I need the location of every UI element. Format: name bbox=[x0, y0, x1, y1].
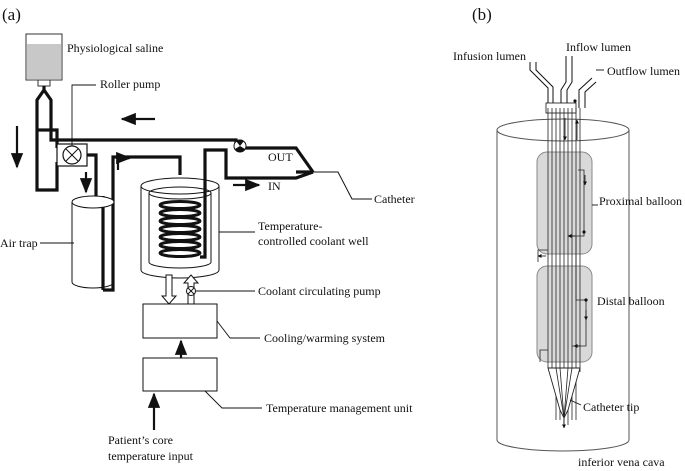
coolant-circulating-pump-icon bbox=[186, 286, 196, 296]
roller-pump bbox=[56, 143, 88, 167]
saline-feed-tube bbox=[35, 86, 59, 192]
coolant-well bbox=[140, 177, 220, 279]
outflow-lumen-tube bbox=[578, 77, 597, 108]
core-temp-label-1: Patient’s core bbox=[108, 433, 173, 447]
cooling-leader bbox=[216, 320, 260, 339]
core-temp-label-2: temperature input bbox=[108, 449, 194, 463]
air-trap bbox=[71, 195, 115, 289]
airtrap-to-well bbox=[101, 155, 182, 292]
cooling-label: Cooling/warming system bbox=[264, 331, 386, 345]
coolant-coil bbox=[158, 200, 202, 258]
panel-a-label: (a) bbox=[2, 5, 21, 24]
distal-balloon-label: Distal balloon bbox=[597, 294, 665, 308]
catheter-tip bbox=[547, 367, 581, 420]
out-label: OUT bbox=[268, 150, 293, 164]
in-label: IN bbox=[268, 179, 281, 193]
saline-label: Physiological saline bbox=[67, 41, 163, 55]
circulating-pump-label: Coolant circulating pump bbox=[258, 284, 381, 298]
catheter-line bbox=[313, 171, 372, 200]
catheter-tip-label: Catheter tip bbox=[583, 400, 639, 414]
ivc-label: inferior vena cava bbox=[578, 455, 665, 469]
proximal-balloon-label: Proximal balloon bbox=[599, 194, 682, 208]
air-trap-label: Air trap bbox=[0, 236, 38, 250]
infusion-lumen-tube bbox=[529, 62, 554, 108]
panel-a: (a) Physiological saline Roller pump bbox=[0, 5, 415, 463]
well-to-catheter-tube bbox=[200, 148, 314, 259]
catheter-label: Catheter bbox=[374, 192, 415, 206]
hub-dot bbox=[573, 99, 577, 103]
inflow-lumen-tube bbox=[560, 56, 573, 108]
flow-up-arrow-well bbox=[116, 151, 132, 170]
infusion-lumen-label: Infusion lumen bbox=[453, 49, 526, 63]
panel-b-label: (b) bbox=[472, 5, 492, 24]
catheter-tip-leader bbox=[569, 399, 582, 406]
coolant-well-label-2: controlled coolant well bbox=[258, 234, 369, 248]
distal-balloon bbox=[536, 265, 593, 363]
vena-cava-vessel bbox=[496, 118, 630, 452]
tmu-label: Temperature management unit bbox=[266, 401, 413, 415]
tmu-leader bbox=[204, 390, 262, 409]
roller-pump-label: Roller pump bbox=[100, 77, 160, 91]
cooling-warming-box bbox=[142, 303, 218, 339]
proximal-balloon bbox=[536, 151, 593, 255]
saline-bag bbox=[25, 33, 63, 87]
temperature-sensor-icon bbox=[233, 139, 247, 153]
roller-pump-leader bbox=[71, 84, 96, 146]
inflow-lumen-label: Inflow lumen bbox=[566, 40, 631, 54]
outflow-lumen-label: Outflow lumen bbox=[607, 64, 680, 78]
panel-b: (b) Infusion lumen Inflow lumen Outflow … bbox=[453, 5, 682, 469]
temperature-management-box bbox=[142, 357, 218, 392]
catheter-hub bbox=[545, 102, 577, 114]
coolant-well-label-1: Temperature- bbox=[258, 219, 322, 233]
pump-to-airtrap bbox=[87, 153, 98, 196]
